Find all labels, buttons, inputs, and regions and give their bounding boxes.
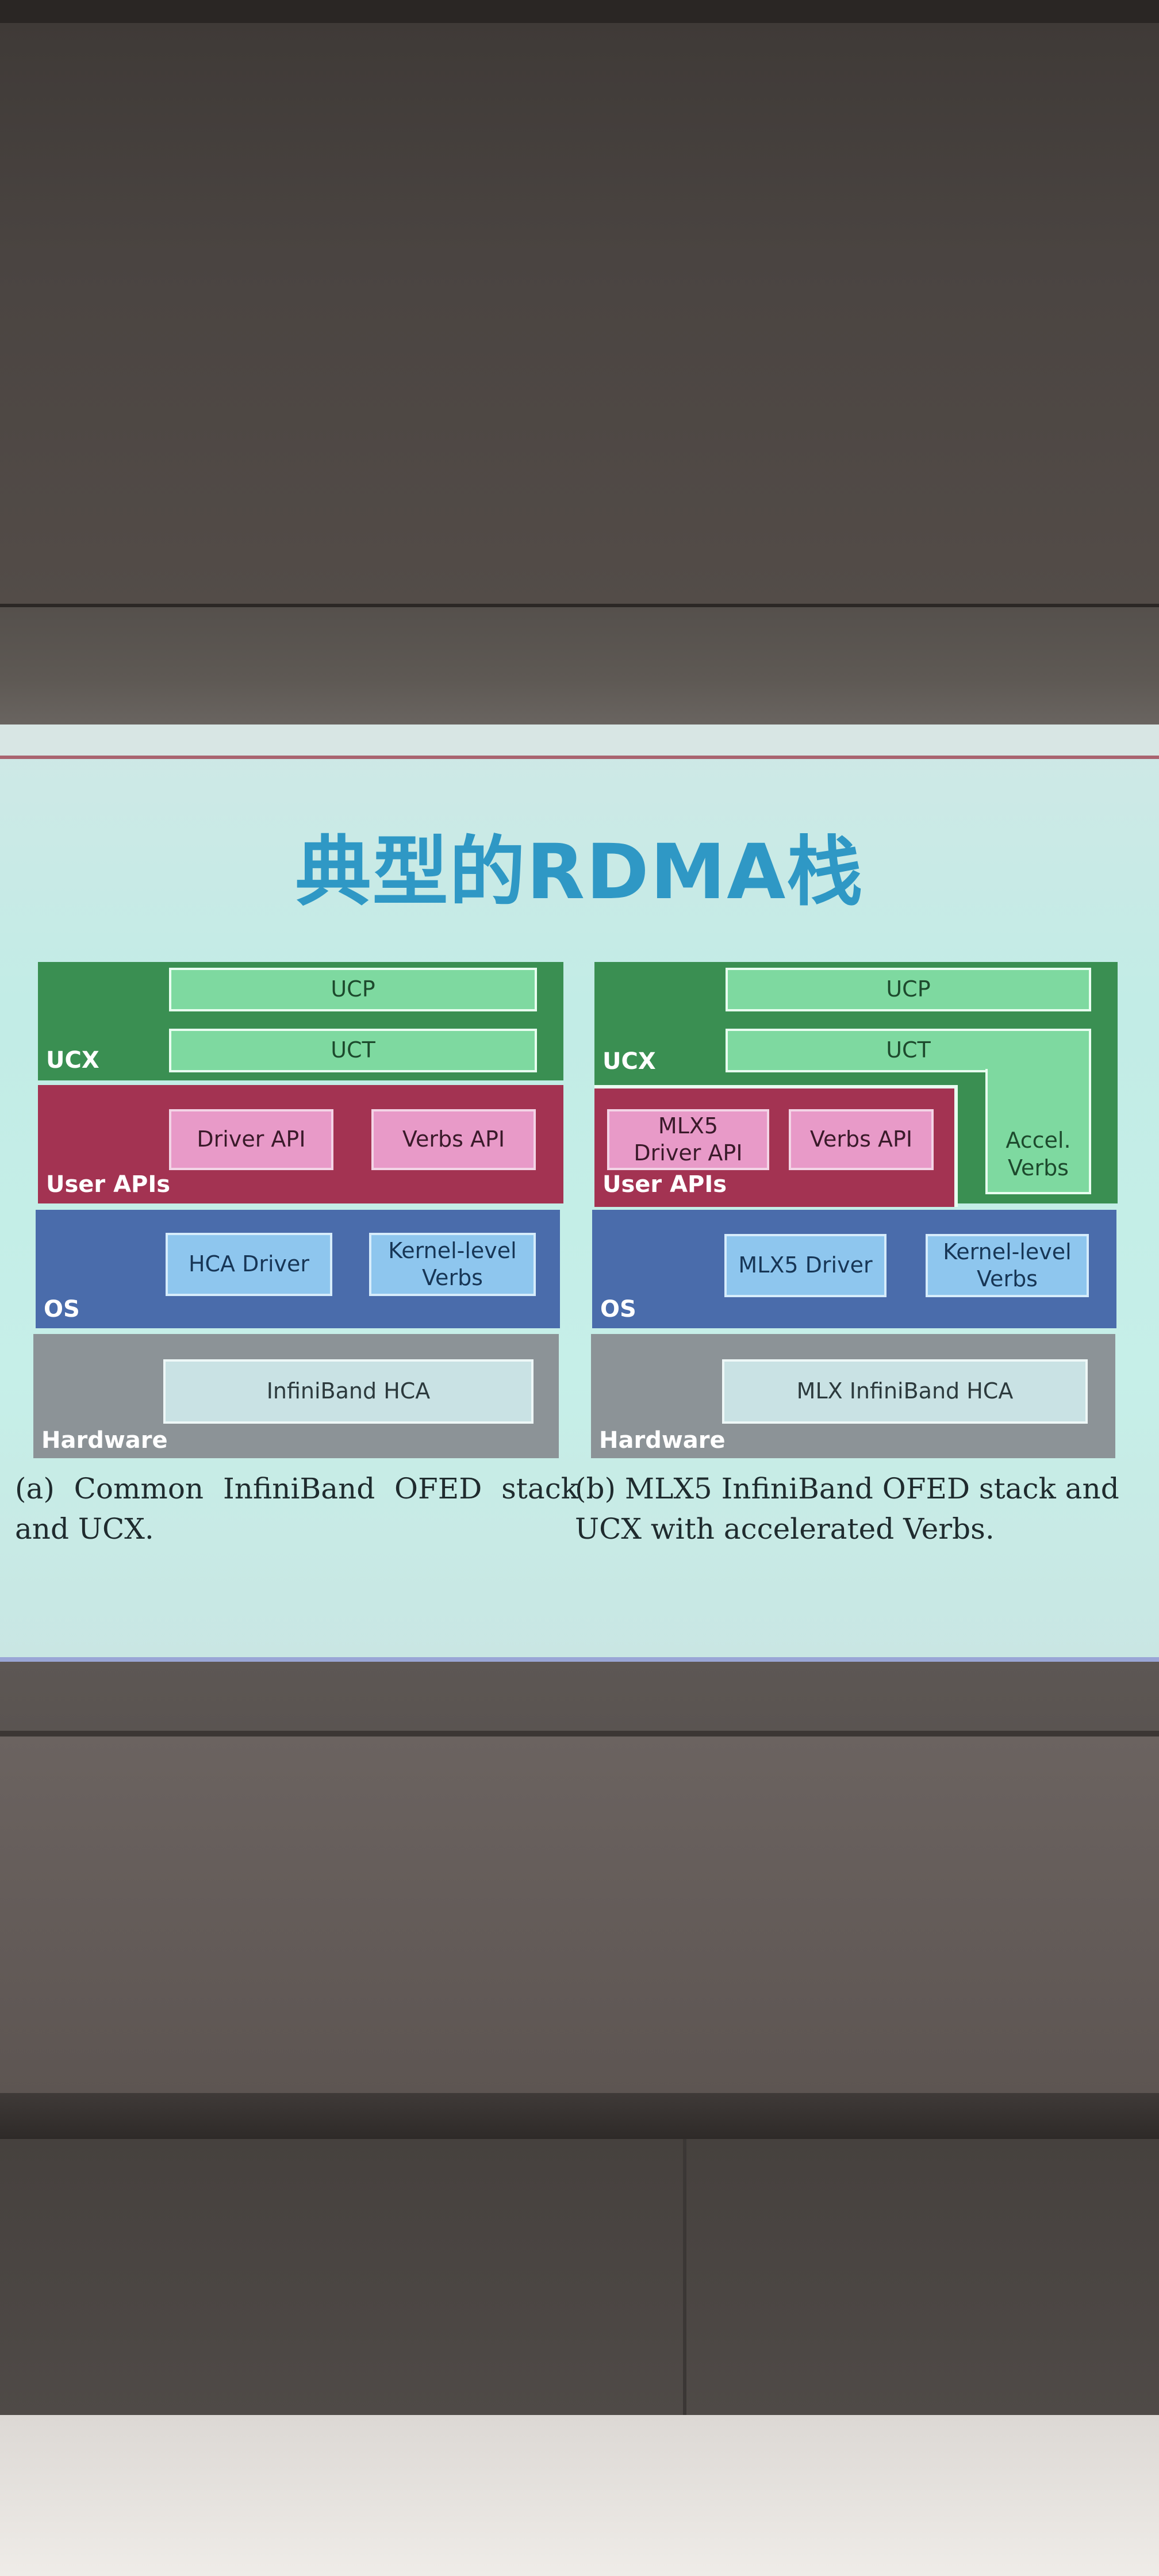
right-accel-line1: Accel. <box>1006 1128 1071 1153</box>
right-user-apis-layer: MLX5 Driver API Verbs API User APIs <box>594 1085 958 1207</box>
right-kernel-verbs-line1: Kernel-level <box>943 1239 1072 1264</box>
right-user-apis-label: User APIs <box>602 1171 727 1198</box>
right-hca-box: MLX InfiniBand HCA <box>722 1359 1088 1424</box>
left-os-layer: HCA Driver Kernel-level Verbs OS <box>36 1210 560 1328</box>
right-accel-verbs-box: Accel. Verbs <box>985 1069 1091 1194</box>
right-uct-box: UCT <box>726 1029 1091 1072</box>
upper-wall <box>0 23 1159 604</box>
right-verbs-api-box: Verbs API <box>789 1109 934 1170</box>
ceiling-seam <box>683 2139 686 2415</box>
left-caption-line2: and UCX. <box>15 1512 154 1546</box>
light-panel <box>0 2415 1159 2576</box>
left-kernel-verbs-box: Kernel-level Verbs <box>369 1233 536 1296</box>
left-ucx-layer: UCP UCT UCX <box>38 962 563 1080</box>
right-caption-line2: UCX with accelerated Verbs. <box>575 1512 995 1546</box>
projector-screen-housing <box>0 604 1159 728</box>
right-mlx5-driver-box: MLX5 Driver <box>724 1234 886 1297</box>
right-os-layer: MLX5 Driver Kernel-level Verbs OS <box>592 1210 1116 1328</box>
slide-header-strip <box>0 724 1159 756</box>
ceiling-panel <box>0 2139 1159 2415</box>
right-kernel-verbs-box: Kernel-level Verbs <box>926 1234 1089 1297</box>
wall-trim <box>0 2093 1159 2139</box>
projected-slide: 典型的RDMA栈 UCP UCT UCX Driver API Verbs AP… <box>0 724 1159 1662</box>
lower-wall <box>0 1736 1159 2093</box>
left-verbs-api-box: Verbs API <box>371 1109 536 1170</box>
right-accel-line2: Verbs <box>1008 1155 1069 1180</box>
left-hardware-label: Hardware <box>41 1427 168 1454</box>
right-ucx-label: UCX <box>602 1048 656 1075</box>
slide-title: 典型的RDMA栈 <box>295 828 864 917</box>
right-ucp-box: UCP <box>726 968 1091 1011</box>
right-mlx5-line1: MLX5 <box>658 1113 719 1138</box>
slide-top-rule <box>0 756 1159 759</box>
screen-lower-frame <box>0 1662 1159 1731</box>
right-caption-line1: (b) MLX5 InfiniBand OFED stack and <box>575 1472 1119 1505</box>
right-mlx5-line2: Driver API <box>634 1140 743 1166</box>
right-mlx5-driver-api-box: MLX5 Driver API <box>607 1109 769 1170</box>
left-user-apis-label: User APIs <box>46 1171 171 1198</box>
right-kernel-verbs-line2: Verbs <box>977 1266 1038 1291</box>
top-dark-band <box>0 0 1159 23</box>
left-hca-box: InfiniBand HCA <box>163 1359 534 1424</box>
left-kernel-verbs-line2: Verbs <box>422 1265 483 1290</box>
left-hardware-layer: InfiniBand HCA Hardware <box>33 1334 559 1458</box>
left-uct-box: UCT <box>169 1029 537 1072</box>
right-hardware-label: Hardware <box>599 1427 726 1454</box>
left-caption-line1: (a) Common InfiniBand OFED stack <box>15 1472 578 1505</box>
left-user-apis-layer: Driver API Verbs API User APIs <box>38 1085 563 1203</box>
left-caption: (a) Common InfiniBand OFED stack and UCX… <box>15 1469 578 1549</box>
left-ucp-box: UCP <box>169 968 537 1011</box>
left-driver-api-box: Driver API <box>169 1109 333 1170</box>
left-os-label: OS <box>44 1296 80 1322</box>
left-kernel-verbs-line1: Kernel-level <box>388 1237 517 1263</box>
screen-lower-edge <box>0 1731 1159 1736</box>
slide-bottom-rule <box>0 1657 1159 1662</box>
right-os-label: OS <box>600 1296 636 1322</box>
left-hca-driver-box: HCA Driver <box>166 1233 332 1296</box>
right-hardware-layer: MLX InfiniBand HCA Hardware <box>591 1334 1115 1458</box>
left-ucx-label: UCX <box>46 1047 99 1074</box>
right-caption: (b) MLX5 InfiniBand OFED stack and UCX w… <box>575 1469 1138 1549</box>
